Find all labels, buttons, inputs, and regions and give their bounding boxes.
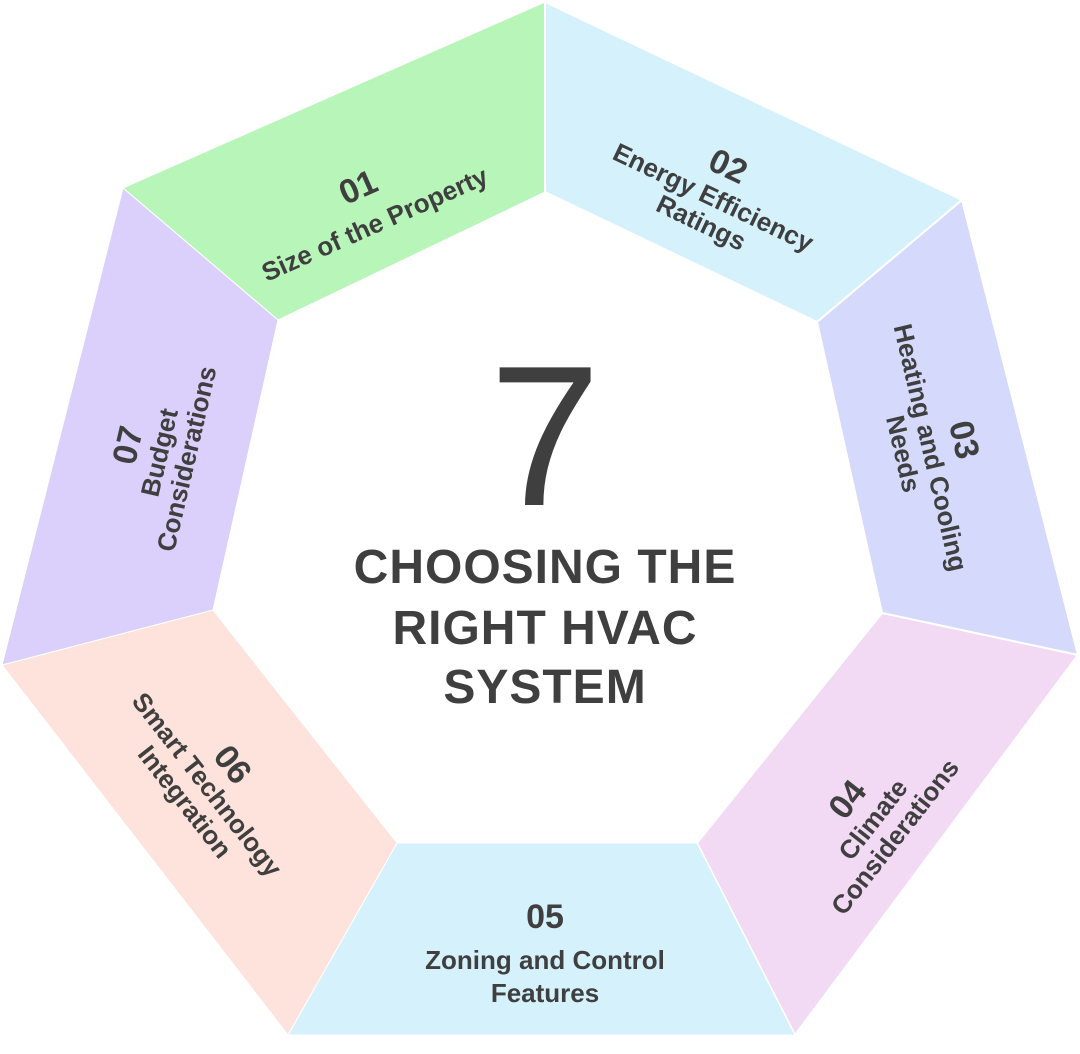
segment-01: 01 Size of the Property [122,1,546,321]
segment-04: 04 Climate Considerations [695,611,1080,1037]
segment-07-number: 07 [105,423,151,468]
segment-05-number: 05 [526,898,564,936]
center-number: 7 [489,325,600,548]
center-title-line-2: RIGHT HVAC [392,602,697,655]
segment-03-number: 03 [941,417,987,462]
segment-03: 03 Heating and Cooling Needs [815,198,1080,657]
segment-05: 05 Zoning and Control Features [287,842,796,1036]
center-title-line-1: CHOOSING THE [354,541,737,594]
segment-07-shape [1,187,279,666]
segment-02: 02 Energy Efficiency Ratings [544,0,964,324]
center-block: 7 CHOOSING THE RIGHT HVAC SYSTEM [354,325,737,714]
segment-05-label-line-1: Zoning and Control [425,945,665,975]
center-title-line-3: SYSTEM [443,661,646,714]
segment-06: 06 Smart Technology Integration [1,609,398,1036]
segment-05-label-line-2: Features [491,978,599,1008]
segment-07: 07 Budget Considerations [1,187,279,666]
